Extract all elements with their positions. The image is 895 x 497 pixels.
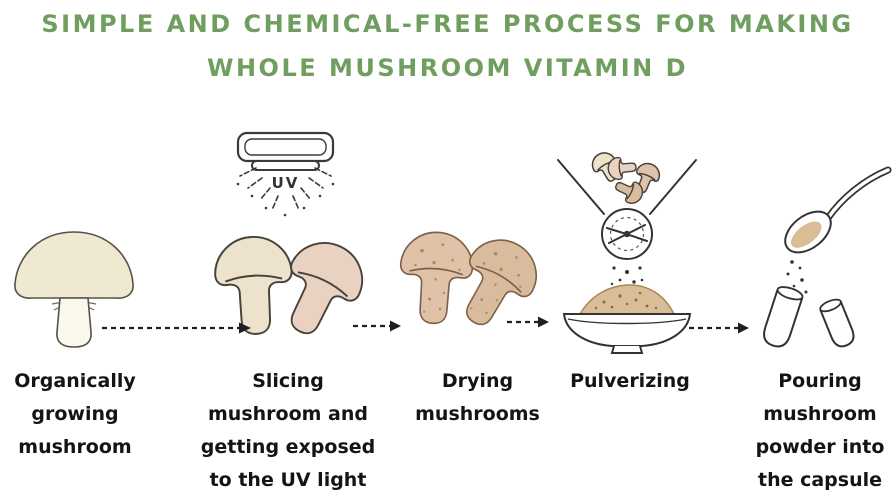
step-label-pulverizing: Pulverizing: [555, 365, 705, 398]
label-line: mushroom and: [208, 403, 368, 425]
funnel-lines: [557, 159, 697, 215]
label-line: growing: [31, 403, 119, 425]
mushroom-cap: [14, 231, 134, 299]
capsule-half-right: [819, 298, 855, 348]
label-line: mushrooms: [415, 403, 540, 425]
grinder-blade: [601, 208, 653, 260]
grinder-and-bowl-icon: [557, 147, 697, 354]
label-line: powder into: [755, 436, 885, 458]
label-line: to the UV light: [209, 469, 367, 491]
powder-mound-dots: [594, 291, 658, 310]
label-line: getting exposed: [200, 436, 376, 458]
label-line: Slicing: [252, 370, 324, 392]
falling-slices: [587, 147, 664, 208]
step-label-growing: Organically growing mushroom: [0, 365, 150, 464]
label-line: mushroom: [18, 436, 132, 458]
label-line: Organically: [14, 370, 136, 392]
whole-mushroom-icon: [14, 231, 134, 348]
uv-ray-dots: [236, 182, 335, 217]
label-line: mushroom: [763, 403, 877, 425]
step-label-slicing: Slicing mushroom and getting exposed to …: [193, 365, 383, 497]
label-line: Pulverizing: [570, 370, 690, 392]
step-label-drying: Drying mushrooms: [400, 365, 555, 431]
mushroom-stem: [56, 297, 92, 348]
bowl: [562, 313, 692, 354]
uv-rays: [239, 167, 332, 211]
capsule-half-left: [763, 286, 804, 348]
arrow-pulverizing-to-pouring: [689, 322, 749, 334]
falling-powder-dots: [610, 266, 644, 292]
powder-mound: [578, 284, 676, 315]
spoon: [784, 166, 892, 254]
uv-label: UV: [272, 174, 300, 192]
arrow-growing-to-slicing: [102, 322, 251, 334]
spoon-and-capsule-icon: [763, 166, 892, 348]
arrow-slicing-to-drying: [353, 320, 401, 332]
title-line-1: SIMPLE AND CHEMICAL-FREE PROCESS FOR MAK…: [41, 10, 854, 38]
page-title: SIMPLE AND CHEMICAL-FREE PROCESS FOR MAK…: [0, 2, 895, 90]
uv-lamp-icon: UV: [236, 131, 335, 217]
label-line: Drying: [441, 370, 514, 392]
title-line-2: WHOLE MUSHROOM VITAMIN D: [206, 54, 689, 82]
step-label-pouring: Pouring mushroom powder into the capsule: [745, 365, 895, 497]
arrow-drying-to-pulverizing: [507, 316, 549, 328]
label-line: the capsule: [757, 469, 883, 491]
label-line: Pouring: [778, 370, 862, 392]
